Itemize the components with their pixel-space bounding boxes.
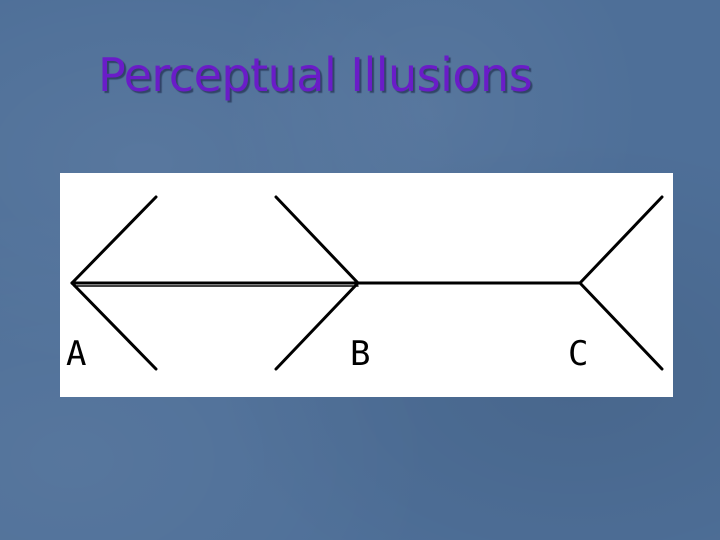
slide-title: Perceptual Illusions [98, 48, 533, 102]
label-b: B [350, 334, 370, 374]
arrow-a-lower [70, 281, 158, 371]
fin-c-upper [578, 195, 664, 285]
arrow-b-upper [274, 195, 360, 285]
label-c: C [568, 334, 588, 374]
arrow-a-upper [70, 195, 158, 285]
illusion-figure: A B C [60, 173, 673, 397]
label-a: A [66, 334, 86, 374]
fin-c-lower [578, 281, 664, 371]
muller-lyer-diagram: A B C [66, 195, 664, 374]
arrow-b-lower [274, 281, 360, 371]
